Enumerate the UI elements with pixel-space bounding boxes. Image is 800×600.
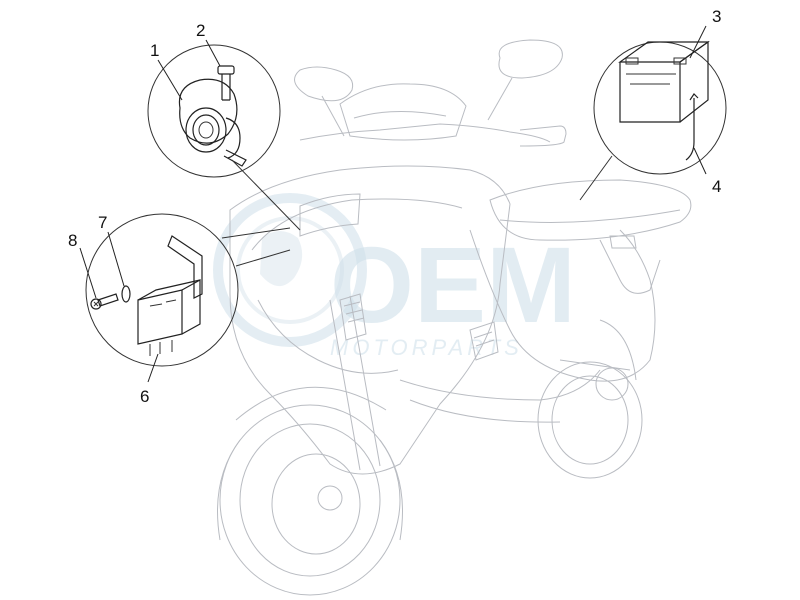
side-vents	[339, 293, 499, 361]
bolt-icon	[217, 65, 235, 101]
horn-icon	[178, 78, 247, 167]
battery-icon	[618, 40, 710, 123]
battery-detail	[579, 40, 727, 201]
washer-icon	[121, 285, 131, 303]
watermark: OEM MOTORPARTS	[213, 193, 576, 360]
callout-6: 6	[140, 387, 149, 406]
callout-3: 3	[712, 7, 721, 26]
callout-4: 4	[712, 177, 721, 196]
callout-7: 7	[98, 213, 107, 232]
callout-8: 8	[68, 231, 77, 250]
scooter-illustration	[217, 39, 692, 596]
callout-2: 2	[196, 21, 205, 40]
vent-tube-icon	[685, 93, 699, 161]
relay-icon	[137, 235, 203, 356]
relay-detail	[85, 213, 291, 367]
screw-icon	[90, 293, 119, 310]
horn-detail	[147, 44, 301, 231]
callout-labels: 1 2 3 4 6 7 8	[68, 7, 721, 406]
watermark-brand: OEM	[330, 224, 576, 345]
leader-lines	[79, 25, 707, 383]
callout-1: 1	[150, 41, 159, 60]
